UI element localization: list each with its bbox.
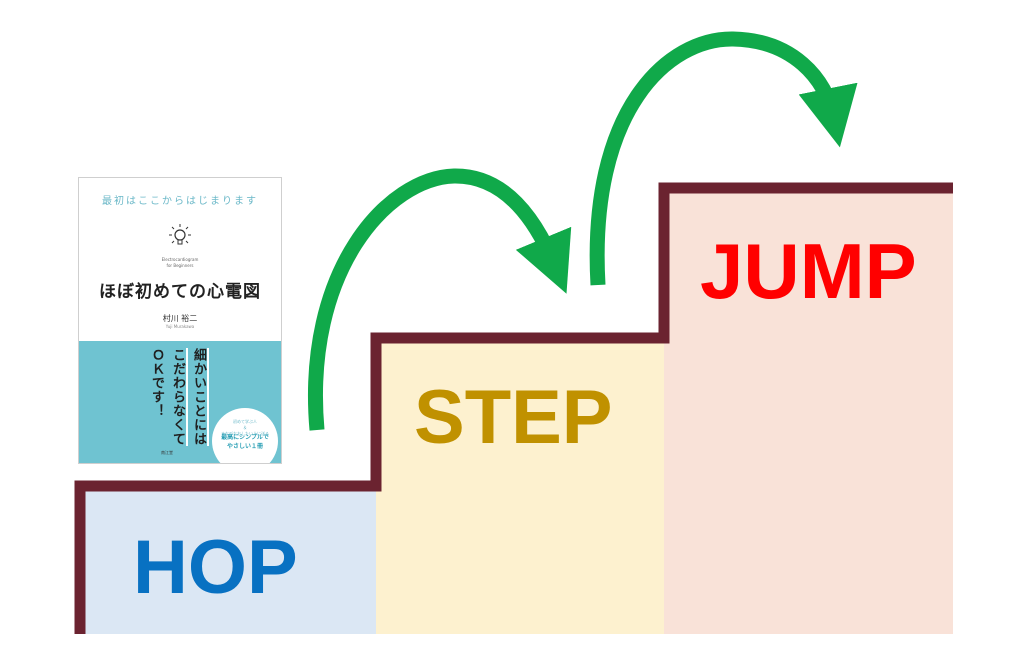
- hop-label: HOP: [133, 525, 298, 610]
- book-publisher: 南江堂: [161, 450, 173, 455]
- book-cover: 最初はここからはじまります Electrocardiogram for Begi…: [79, 178, 281, 463]
- hop-to-step-arrow: [308, 168, 572, 431]
- book-author: 村川 裕二: [162, 314, 198, 323]
- book-circle-badge: [212, 408, 278, 463]
- book-author-english: Yuji Murakawa: [165, 324, 195, 329]
- band-text-column-3: ＯＫです！: [149, 348, 164, 418]
- hop-block: [84, 486, 376, 634]
- band-text-column-2: こだわらなくて: [170, 348, 185, 446]
- jump-label: JUMP: [700, 227, 917, 315]
- book-title: ほぼ初めての心電図: [99, 282, 261, 302]
- circle-badge-main-text: 最高にシンプルで やさしい１冊: [221, 434, 269, 450]
- staircase-outline: [74, 182, 953, 634]
- circle-badge-small-text: 初めて学ぶ人 ＆ まなびなおしたい人に送る: [221, 419, 269, 436]
- band-text-column-1: 細かいことには: [191, 348, 206, 446]
- step-to-jump-arrow: [589, 31, 858, 286]
- step-block: [376, 338, 664, 634]
- lightbulb-icon: [169, 224, 191, 245]
- step-label: STEP: [414, 375, 613, 460]
- band-divider: [207, 348, 209, 446]
- book-tagline: 最初はここからはじまります: [102, 196, 258, 207]
- book-subtitle-english: Electrocardiogram for Beginners: [161, 257, 199, 268]
- band-divider: [186, 348, 188, 446]
- jump-block: [664, 188, 953, 634]
